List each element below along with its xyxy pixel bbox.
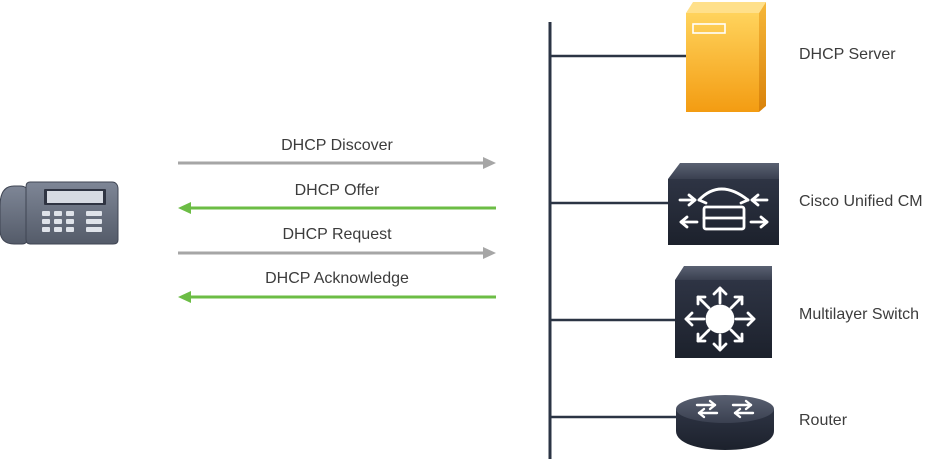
device-label-multilayer-switch: Multilayer Switch: [799, 306, 920, 323]
unified-cm-icon: [668, 163, 779, 245]
arrow-dhcp-acknowledge: [178, 291, 496, 303]
message-label-dhcp-offer: DHCP Offer: [294, 182, 380, 199]
device-label-dhcp-server: DHCP Server: [799, 46, 896, 63]
ip-phone-icon: [0, 181, 119, 245]
router-icon: [676, 395, 774, 450]
message-label-dhcp-discover: DHCP Discover: [281, 137, 393, 154]
device-label-router: Router: [799, 412, 848, 429]
message-label-dhcp-request: DHCP Request: [282, 226, 392, 243]
arrow-dhcp-discover: [178, 157, 496, 169]
network-backbone: [548, 22, 686, 459]
device-label-unified-cm: Cisco Unified CM: [799, 193, 923, 210]
multilayer-switch-icon: [675, 266, 772, 358]
server-icon: [686, 2, 766, 112]
arrow-dhcp-request: [178, 247, 496, 259]
arrow-dhcp-offer: [178, 202, 496, 214]
message-label-dhcp-acknowledge: DHCP Acknowledge: [265, 270, 409, 287]
